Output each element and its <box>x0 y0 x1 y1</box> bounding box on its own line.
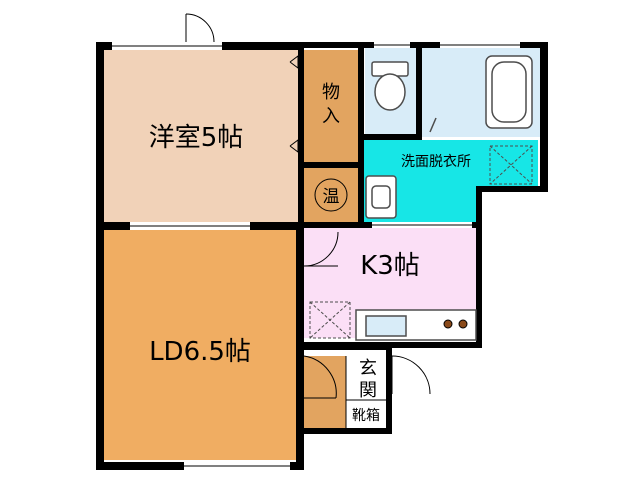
windows <box>112 42 520 470</box>
water-heater-circle <box>314 178 348 212</box>
room-label-storage-2: 入 <box>322 106 340 127</box>
toilet-icon <box>371 61 409 111</box>
room-label-western: 洋室5帖 <box>149 123 244 153</box>
fridge-space-icon <box>309 301 351 339</box>
room-label-water-heater: 温 <box>323 187 340 207</box>
washer-pan-icon <box>489 145 533 185</box>
room-washroom-fill <box>364 140 538 222</box>
sink-icon <box>355 309 477 341</box>
bathtub-icon <box>429 55 533 133</box>
room-label-washroom: 洗面脱衣所 <box>401 154 471 170</box>
washbasin-icon <box>365 175 397 219</box>
room-label-entrance-1: 玄 <box>359 358 377 379</box>
room-label-ld: LD6.5帖 <box>149 337 251 367</box>
room-label-storage-1: 物 <box>322 82 340 103</box>
room-shoebox-fill <box>304 356 346 432</box>
door-swing-icon <box>185 13 431 399</box>
room-ld-fill <box>104 230 296 460</box>
room-storage-fill <box>304 50 360 162</box>
shoebox-lines <box>345 356 386 432</box>
stove-icon <box>443 319 468 329</box>
room-western-fill <box>104 50 300 224</box>
room-label-entrance-2: 関 <box>359 380 377 401</box>
room-water-heater-fill <box>304 168 360 222</box>
room-label-kitchen: K3帖 <box>360 251 420 281</box>
room-label-shoebox: 靴箱 <box>352 408 380 424</box>
